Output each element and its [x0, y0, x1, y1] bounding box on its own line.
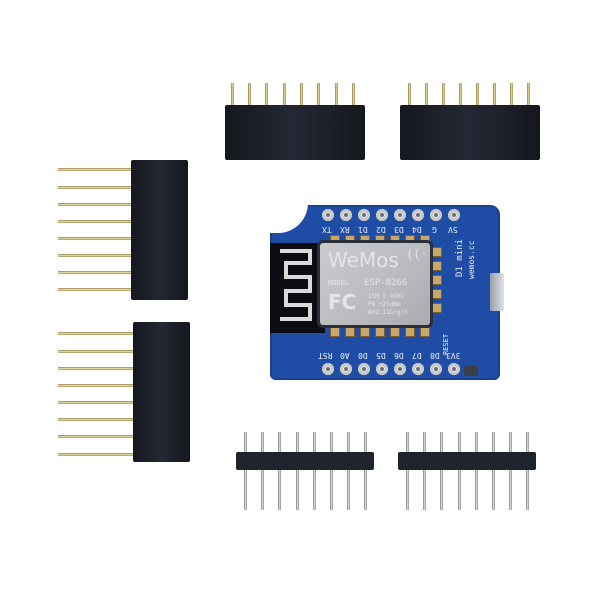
d1-mini-board: TX RX D1 D2 D3 D4 G 5V: [268, 203, 504, 380]
esp8266-shield: WeMos ((· MODEL ESP-8266 FC ISM 2.4GHz P…: [320, 243, 430, 325]
female-header-top-left: [225, 83, 365, 163]
board-url-label: wemos.cc: [467, 240, 476, 279]
chip-label: ESP-8266: [364, 278, 408, 288]
pin-label-d5: D5: [376, 351, 386, 360]
spec-line-1: ISM 2.4GHz: [368, 293, 405, 300]
micro-usb-port: [490, 273, 504, 311]
pcb-antenna: [270, 243, 325, 333]
wifi-icon: ((·: [406, 247, 428, 261]
pin-label-d2: D2: [376, 225, 386, 234]
pin-label-g: G: [432, 225, 437, 234]
spec-line-2: PA +25dBm: [368, 301, 401, 308]
pin-label-3v3: 3V3: [446, 351, 461, 360]
stacking-header-lower: [58, 322, 190, 464]
pin-label-d7: D7: [412, 351, 422, 360]
pin-label-a0: A0: [340, 351, 350, 360]
brand-logo: WeMos: [328, 248, 399, 272]
pin-label-d1: D1: [358, 225, 368, 234]
male-header-left: [236, 432, 376, 512]
pin-label-rx: RX: [340, 225, 350, 234]
female-header-top-right: [400, 83, 540, 163]
pin-label-5v: 5V: [448, 225, 458, 234]
board-model-label: D1 mini: [455, 239, 465, 277]
fcc-logo: FC: [328, 290, 357, 314]
pin-label-d6: D6: [394, 351, 404, 360]
pin-label-tx: TX: [322, 225, 332, 234]
male-header-right: [398, 432, 538, 512]
stacking-header-upper: [58, 160, 190, 302]
pin-label-d3: D3: [394, 225, 404, 234]
pin-label-d4: D4: [412, 225, 422, 234]
pin-label-rst: RST: [318, 351, 333, 360]
spec-line-3: 802.11b/g/n: [368, 309, 408, 316]
reset-button: [464, 366, 478, 376]
pin-label-d8: D8: [430, 351, 440, 360]
pin-label-d0: D0: [358, 351, 368, 360]
model-label: MODEL: [328, 279, 350, 287]
